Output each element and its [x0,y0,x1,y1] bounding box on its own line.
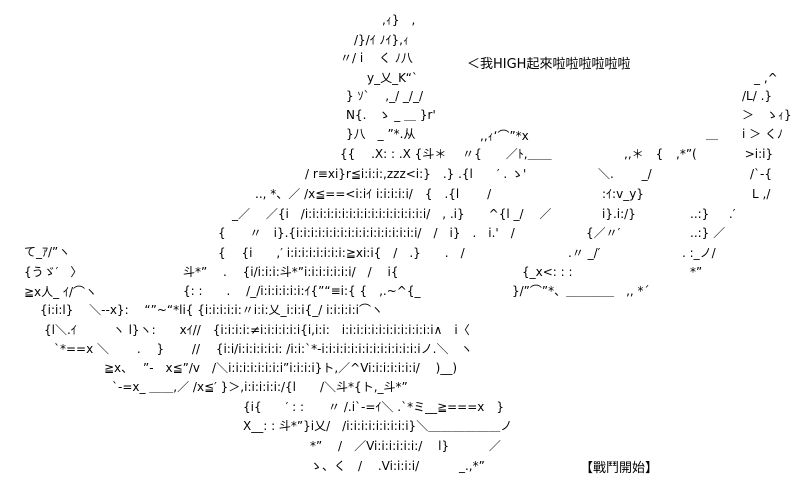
art-line: 斗*” . {i/i:i:i:斗*”i:i:i:i:i:i:i/ / i{ [183,265,399,279]
art-line-right: }/”⌒”*、＿＿＿＿ ,, *´ [512,284,650,298]
art-line: { 〃 i}.{i:i:i:i:i:i:i:i:i:i:i:i:i:i:i:i:… [218,226,515,240]
art-line-right: . :_ノ/ [682,246,716,260]
art-line-right: *” [690,265,703,279]
art-line: _／ ／{i /i:i:i:i:i:i:i:i:i:i:i:i:i:i:i:i:… [232,207,552,221]
art-line-mid: :ｲ:v_y} [602,187,644,201]
art-line: .., *、／ /x≦==<i:iｲ i:i:i:i:i/ { .{l / [255,187,492,201]
art-line-mid: ＼. _/ [598,167,652,181]
art-line-mid: i}.i:/} [602,207,636,221]
speech-text: ＜我HIGH起來啦啦啦啦啦啦 [467,57,631,72]
art-line-mid: .〃 _/′ [568,246,601,260]
art-line: `-=x_ ＿＿,／ /x≦′ }＞,i:i:i:i:i:/{l /＼斗*{ト,… [112,380,408,394]
art-line: {l＼.ｲ ヽ l}ヽ: xｲ// {i:i:i:i:≠i:i:i:i:i:i{… [44,323,470,337]
art-line-right: L ,/ [752,187,771,201]
art-line-mid: ,,ｨ‘⌒”*x [480,129,529,143]
art-line-right: ,*”( >i:i} [676,147,774,161]
art-line: `*==x ＼ . } // {i:i/i:i:i:i:i:i: /i:i:`*… [54,342,473,356]
art-line: / r≡xi}r≦i:i:i:,zzz<i:} .} .{l ′ . ゝ' [305,167,527,181]
art-line: {i:i:l} ＼-‐x}: “”~“*li{ {i:i:i:i:i:〃i:i:… [40,303,383,317]
art-line: N{. ゝ _ ＿ }r' [346,108,436,122]
art-line: ゝ、く / .Vi:i:i:i/ _.,*” [310,459,485,473]
art-line-right: /L/ .} [742,89,773,103]
art-line-right: _ ,^ [754,71,778,85]
art-line: ≧x、 ”‐ x≦”/v /＼i:i:i:i:i:i:i:i”i:i:i:i}ト… [104,361,457,375]
battle-start-caption: 【戰鬥開始】 [580,461,659,476]
art-line-left: {うゞ′ 〉 [24,265,83,279]
art-line: {{ .X: : .X {斗＊ 〃{ ／ﾄ,＿＿ [340,147,552,161]
art-line-mid: {_x<: : : [522,265,573,279]
art-line: y_乂_K“` [367,71,418,85]
art-line: }八 _ ”*.从 [346,127,416,141]
art-line-right: ..:} .′ [690,207,736,221]
art-line: *” / ／Vi:i:i:i:i:i:/ l} ／ [310,439,501,453]
art-line: X__: : 斗*”}i乂/ /i:i:i:i:i:i:i:i:i}＼＿＿＿＿＿… [243,419,513,433]
art-line-mid: ,,＊ { [624,147,664,161]
art-line-left: て_ｱ/”ヽ [24,245,71,259]
art-line-left: ≧x人_ ｲ/⌒ヽ [24,285,98,299]
art-line-right: ..:} ／ [690,226,726,240]
art-line: {: : . /_/i:i:i:i:i:i:ｲ{”“≡i:{ { ,.~^{_ [183,284,421,298]
art-line: ,ｨ} , [382,13,416,27]
art-line-right: ＞ ゝｨ} [742,108,792,122]
art-line: } ｿ` ,_/ _/_/ [346,89,424,103]
art-line-right: /`-{ [750,167,773,181]
art-line: /}/ｲ ﾉｲ},ｨ [354,33,409,47]
art-line-right: ＿ i ＞ くﾉ [706,127,783,141]
art-line-mid: {／〃′ [586,226,621,240]
art-line: {i{ ′ : : 〃 /.i`-=ｲ＼ .`*ミ__≧===x } [243,400,505,414]
art-line: { {i ,′ i:i:i:i:i:i:i:i:≧xi:i{ / .} . / [218,246,465,260]
art-line: 〃/ i く ﾉ八 [340,51,413,65]
